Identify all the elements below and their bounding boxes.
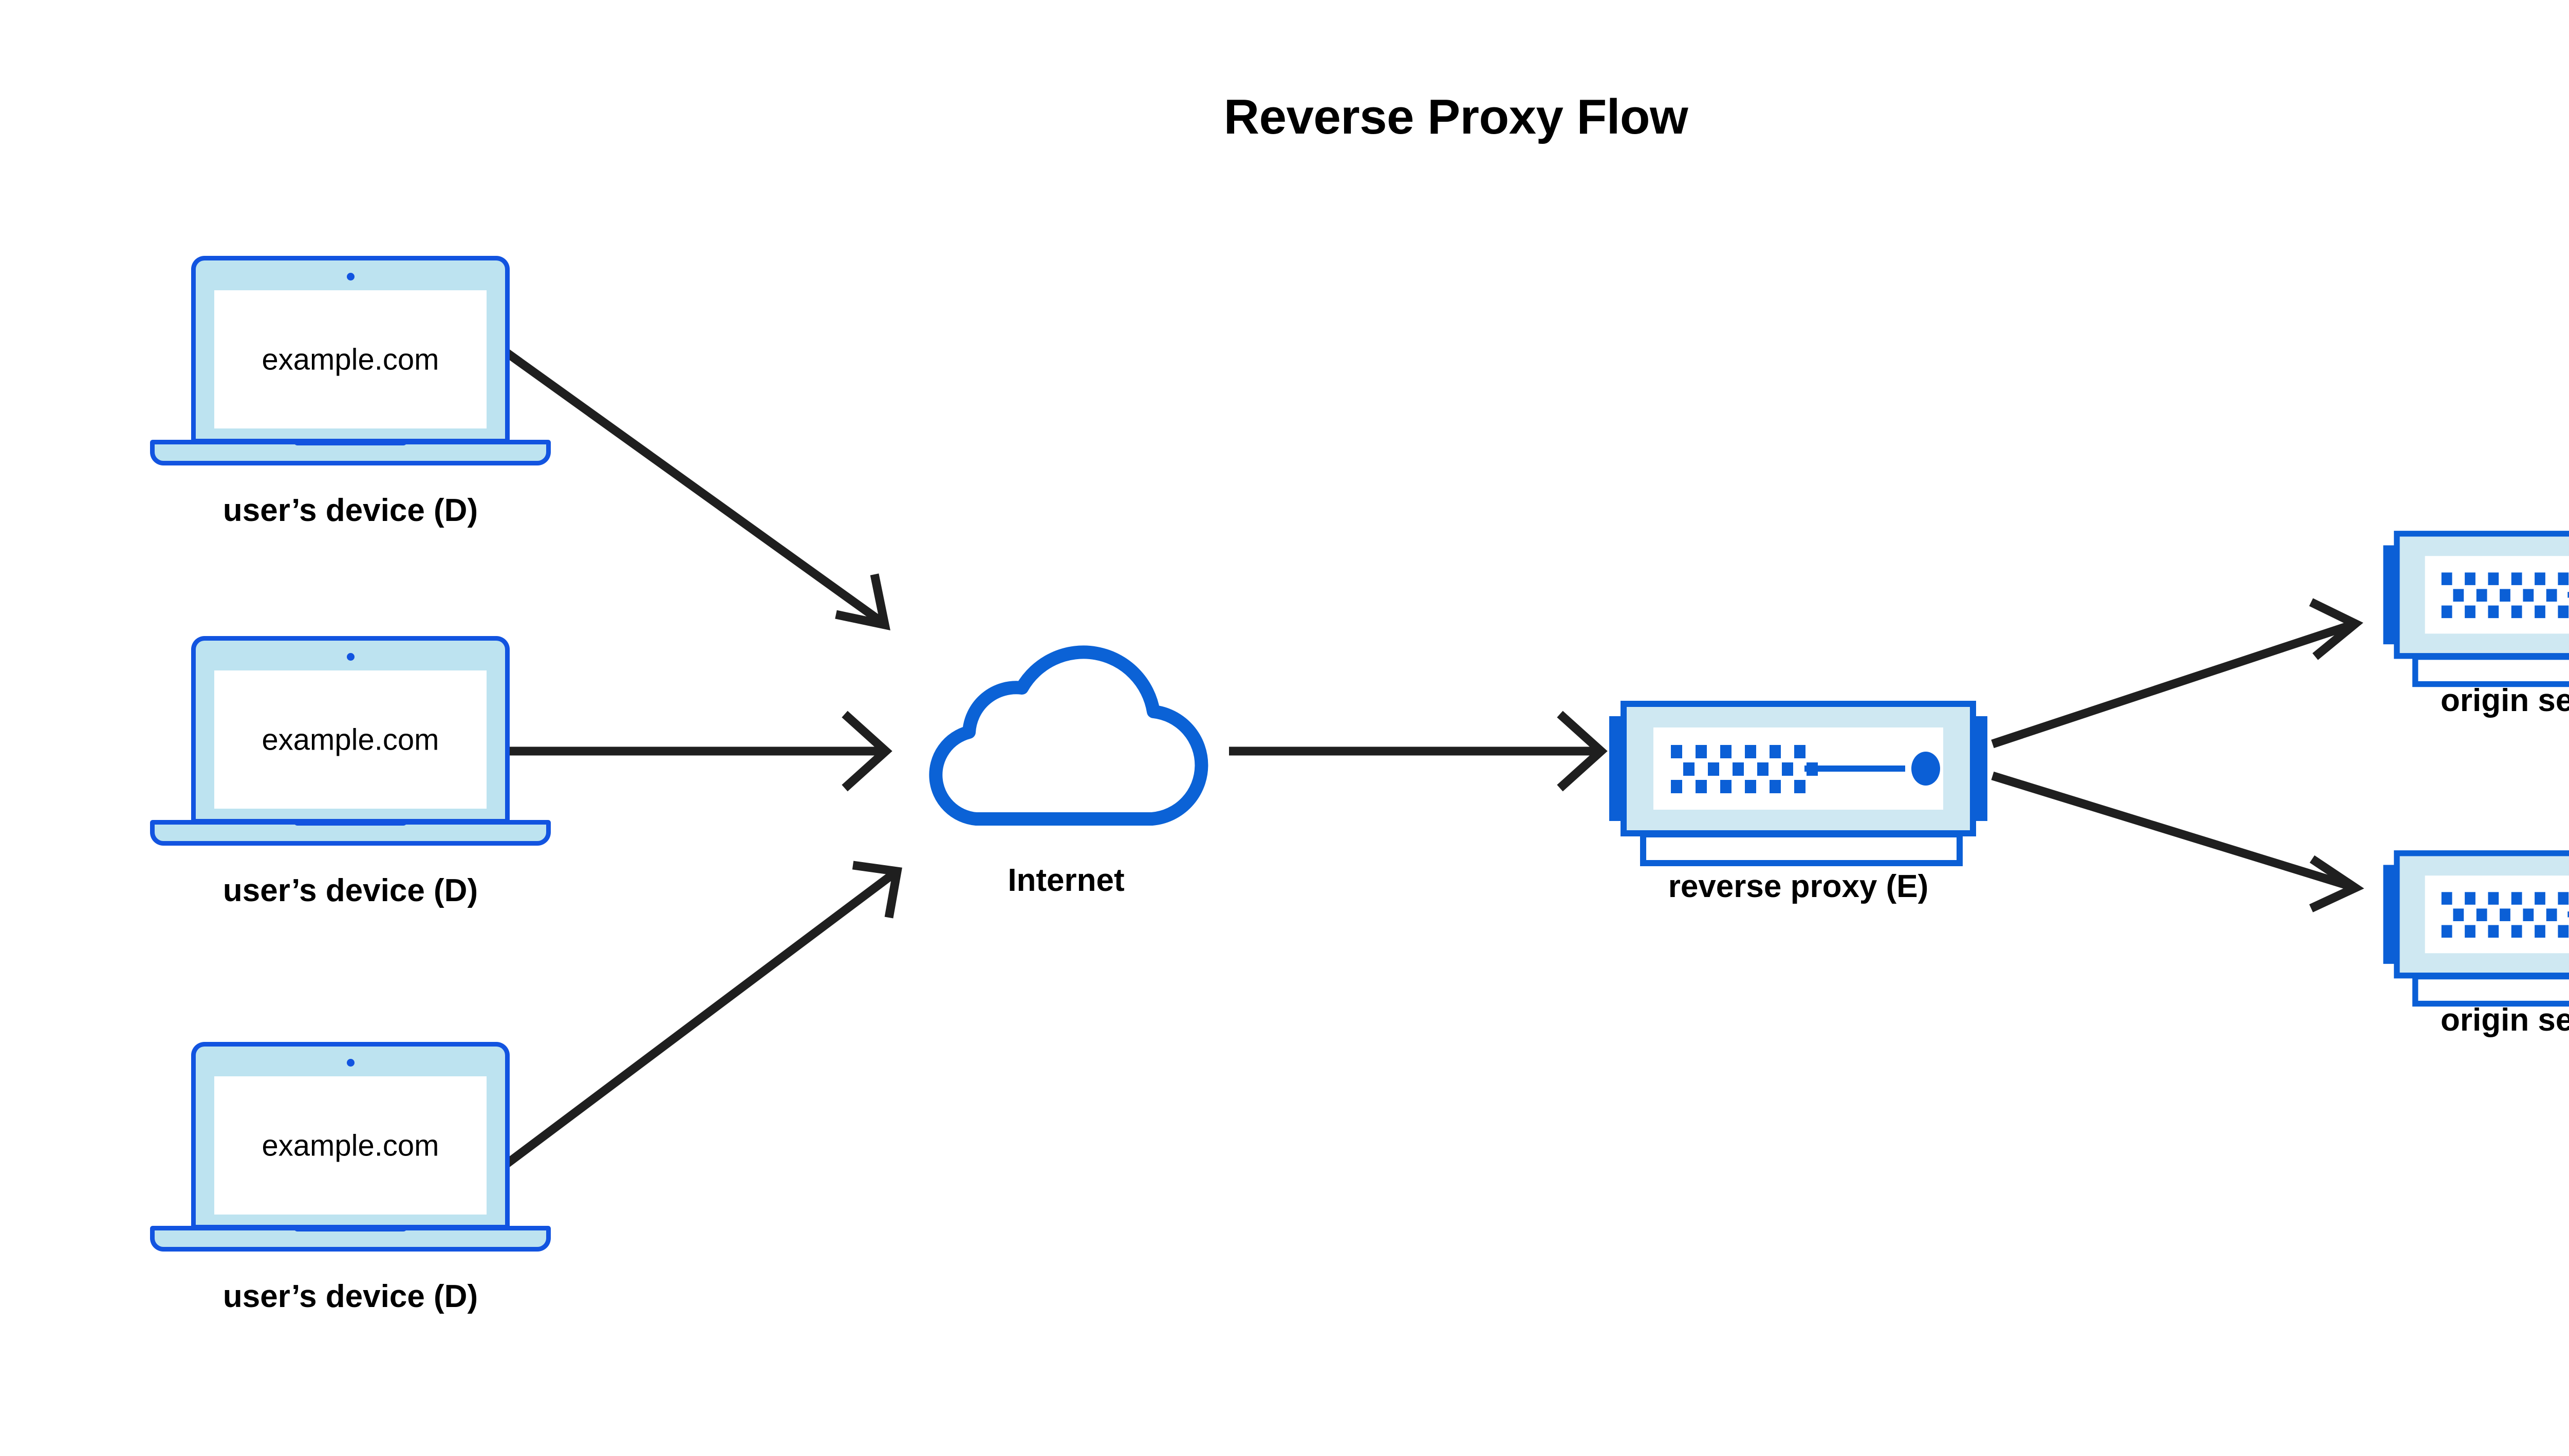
connector-client1-internet — [494, 342, 890, 630]
laptop-lid: example.com — [191, 256, 510, 443]
laptop-lid: example.com — [191, 636, 510, 824]
connector-internet-proxy — [1229, 711, 1608, 792]
laptop-hinge-notch — [294, 819, 407, 826]
webcam-icon — [347, 273, 355, 281]
laptop-screen: example.com — [214, 670, 487, 809]
client-device-3[interactable]: example.com — [150, 1042, 551, 1258]
laptop-hinge-notch — [294, 1225, 407, 1231]
origin-server-2-label: origin server (F) — [2441, 1002, 2569, 1038]
page-title: Reverse Proxy Flow — [1223, 89, 1688, 144]
origin-server-1[interactable] — [2367, 523, 2569, 698]
client-device-3-label: user’s device (D) — [222, 1279, 478, 1314]
connector-proxy-origin2 — [1991, 771, 2365, 912]
screen-url-text: example.com — [262, 1129, 439, 1162]
internet-cloud-label: Internet — [1008, 863, 1125, 898]
laptop-hinge-notch — [294, 439, 407, 445]
webcam-icon — [347, 1059, 355, 1067]
laptop-screen: example.com — [214, 290, 487, 428]
screen-url-text: example.com — [262, 723, 439, 756]
reverse-proxy-label: reverse proxy (E) — [1668, 869, 1929, 904]
reverse-proxy-server[interactable] — [1593, 693, 2004, 878]
webcam-icon — [347, 653, 355, 661]
laptop-lid: example.com — [191, 1042, 510, 1229]
screen-url-text: example.com — [262, 343, 439, 376]
cloud-icon — [929, 645, 1208, 826]
origin-server-2[interactable] — [2367, 843, 2569, 1017]
laptop-screen: example.com — [214, 1076, 487, 1215]
client-device-1-label: user’s device (D) — [222, 493, 478, 528]
client-device-2[interactable]: example.com — [150, 636, 551, 852]
internet-cloud[interactable] — [920, 638, 1213, 833]
connector-client3-internet — [500, 861, 902, 1170]
connector-client2-internet — [505, 711, 892, 792]
client-device-2-label: user’s device (D) — [222, 873, 478, 908]
server-icon — [2383, 850, 2569, 1007]
origin-server-1-label: origin server (F) — [2441, 683, 2569, 718]
client-device-1[interactable]: example.com — [150, 256, 551, 472]
connector-proxy-origin1 — [1991, 598, 2363, 749]
server-icon — [1609, 701, 1987, 866]
server-icon — [2383, 531, 2569, 687]
